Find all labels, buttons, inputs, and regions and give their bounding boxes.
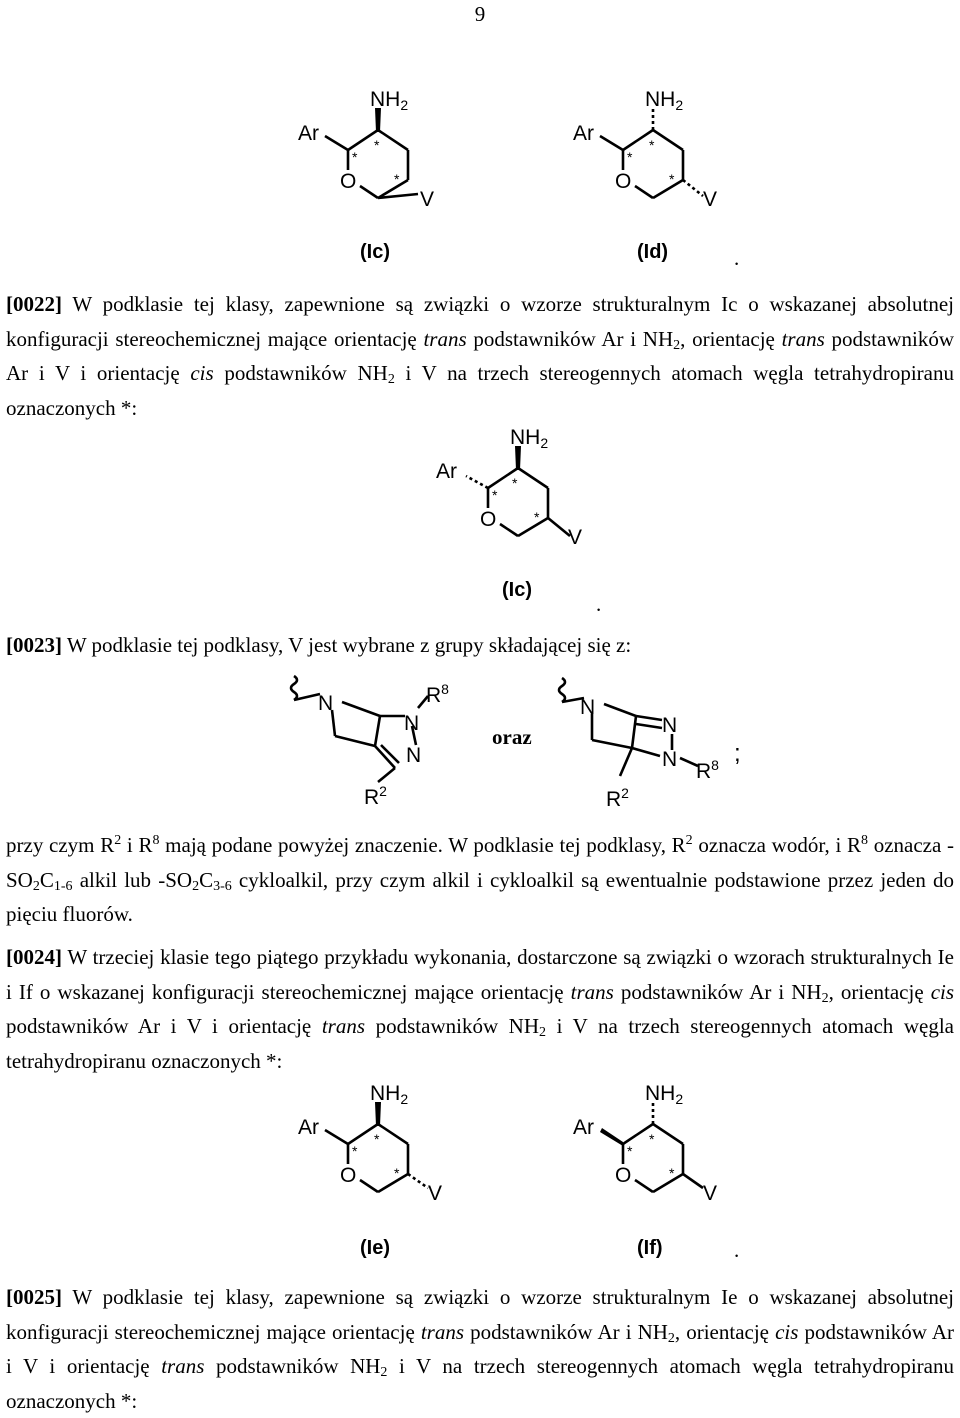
pyrrolopyrazole-2: N N N R8 R2: [557, 676, 719, 811]
paragraph-0023-continued: przy czym R2 i R8 mają podane powyżej zn…: [6, 833, 955, 927]
nh2-label: NH2: [645, 88, 683, 113]
period: .: [734, 246, 740, 270]
n-label: N: [662, 748, 677, 771]
star: *: [352, 149, 358, 165]
label-ic: (Ic): [502, 579, 532, 601]
structure-if: NH2 Ar O V * * * (If): [573, 1082, 717, 1259]
o-label: O: [340, 1164, 356, 1187]
r8-label: R8: [426, 681, 449, 707]
nh2-label: NH2: [370, 88, 408, 113]
ar-label: Ar: [436, 460, 457, 483]
ar-label: Ar: [298, 122, 319, 145]
star: *: [627, 149, 633, 165]
n-label: N: [318, 692, 333, 715]
v-label: V: [428, 1182, 442, 1205]
v-label: V: [568, 526, 582, 549]
paragraph-0022: [0022] W podklasie tej klasy, zapewnione…: [6, 292, 954, 420]
n-label: N: [580, 696, 595, 719]
n-label: N: [406, 744, 421, 767]
v-label: V: [420, 188, 434, 211]
n-label: N: [662, 714, 677, 737]
star: *: [394, 1165, 400, 1181]
r2-label: R2: [606, 785, 629, 811]
r8-label: R8: [696, 757, 719, 783]
nh2-label: NH2: [510, 426, 548, 451]
label-ic: (Ic): [360, 241, 390, 263]
paragraph-0025: [0025] W podklasie tej klasy, zapewnione…: [6, 1285, 954, 1413]
star: *: [512, 475, 518, 491]
star: *: [669, 1165, 675, 1181]
o-label: O: [615, 170, 631, 193]
star: *: [669, 171, 675, 187]
structure-ie: NH2 Ar O V * * * (Ie): [298, 1082, 442, 1259]
ar-label: Ar: [573, 1116, 594, 1139]
star: *: [374, 1131, 380, 1147]
structure-ic-middle: NH2 Ar O V * * * (Ic): [436, 426, 582, 601]
v-label: V: [703, 188, 717, 211]
paragraph-0023: [0023] W podklasie tej podklasy, V jest …: [6, 633, 632, 657]
semicolon: ;: [734, 740, 741, 767]
star: *: [649, 1131, 655, 1147]
v-label: V: [703, 1182, 717, 1205]
paragraph-0024: [0024] W trzeciej klasie tego piątego pr…: [6, 945, 955, 1073]
structure-id: NH2 Ar O V * * * (Id): [573, 88, 717, 263]
label-if: (If): [637, 1237, 663, 1259]
star: *: [394, 171, 400, 187]
oraz: oraz: [492, 725, 532, 749]
ar-label: Ar: [573, 122, 594, 145]
star: *: [352, 1143, 358, 1159]
r2-label: R2: [364, 783, 387, 809]
structure-ic: NH2 Ar O V * * * (Ic): [298, 88, 434, 263]
label-ie: (Ie): [360, 1237, 390, 1259]
period: .: [596, 592, 602, 616]
ar-label: Ar: [298, 1116, 319, 1139]
pyrrolopyrazole-1: N N N R8 R2: [289, 674, 449, 809]
o-label: O: [615, 1164, 631, 1187]
n-label: N: [404, 712, 419, 735]
label-id: (Id): [637, 241, 668, 263]
nh2-label: NH2: [645, 1082, 683, 1107]
star: *: [649, 137, 655, 153]
nh2-label: NH2: [370, 1082, 408, 1107]
o-label: O: [340, 170, 356, 193]
page-number: 9: [474, 2, 486, 26]
star: *: [374, 137, 380, 153]
o-label: O: [480, 508, 496, 531]
star: *: [534, 509, 540, 525]
star: *: [492, 487, 498, 503]
period: .: [734, 1238, 740, 1262]
star: *: [627, 1143, 633, 1159]
